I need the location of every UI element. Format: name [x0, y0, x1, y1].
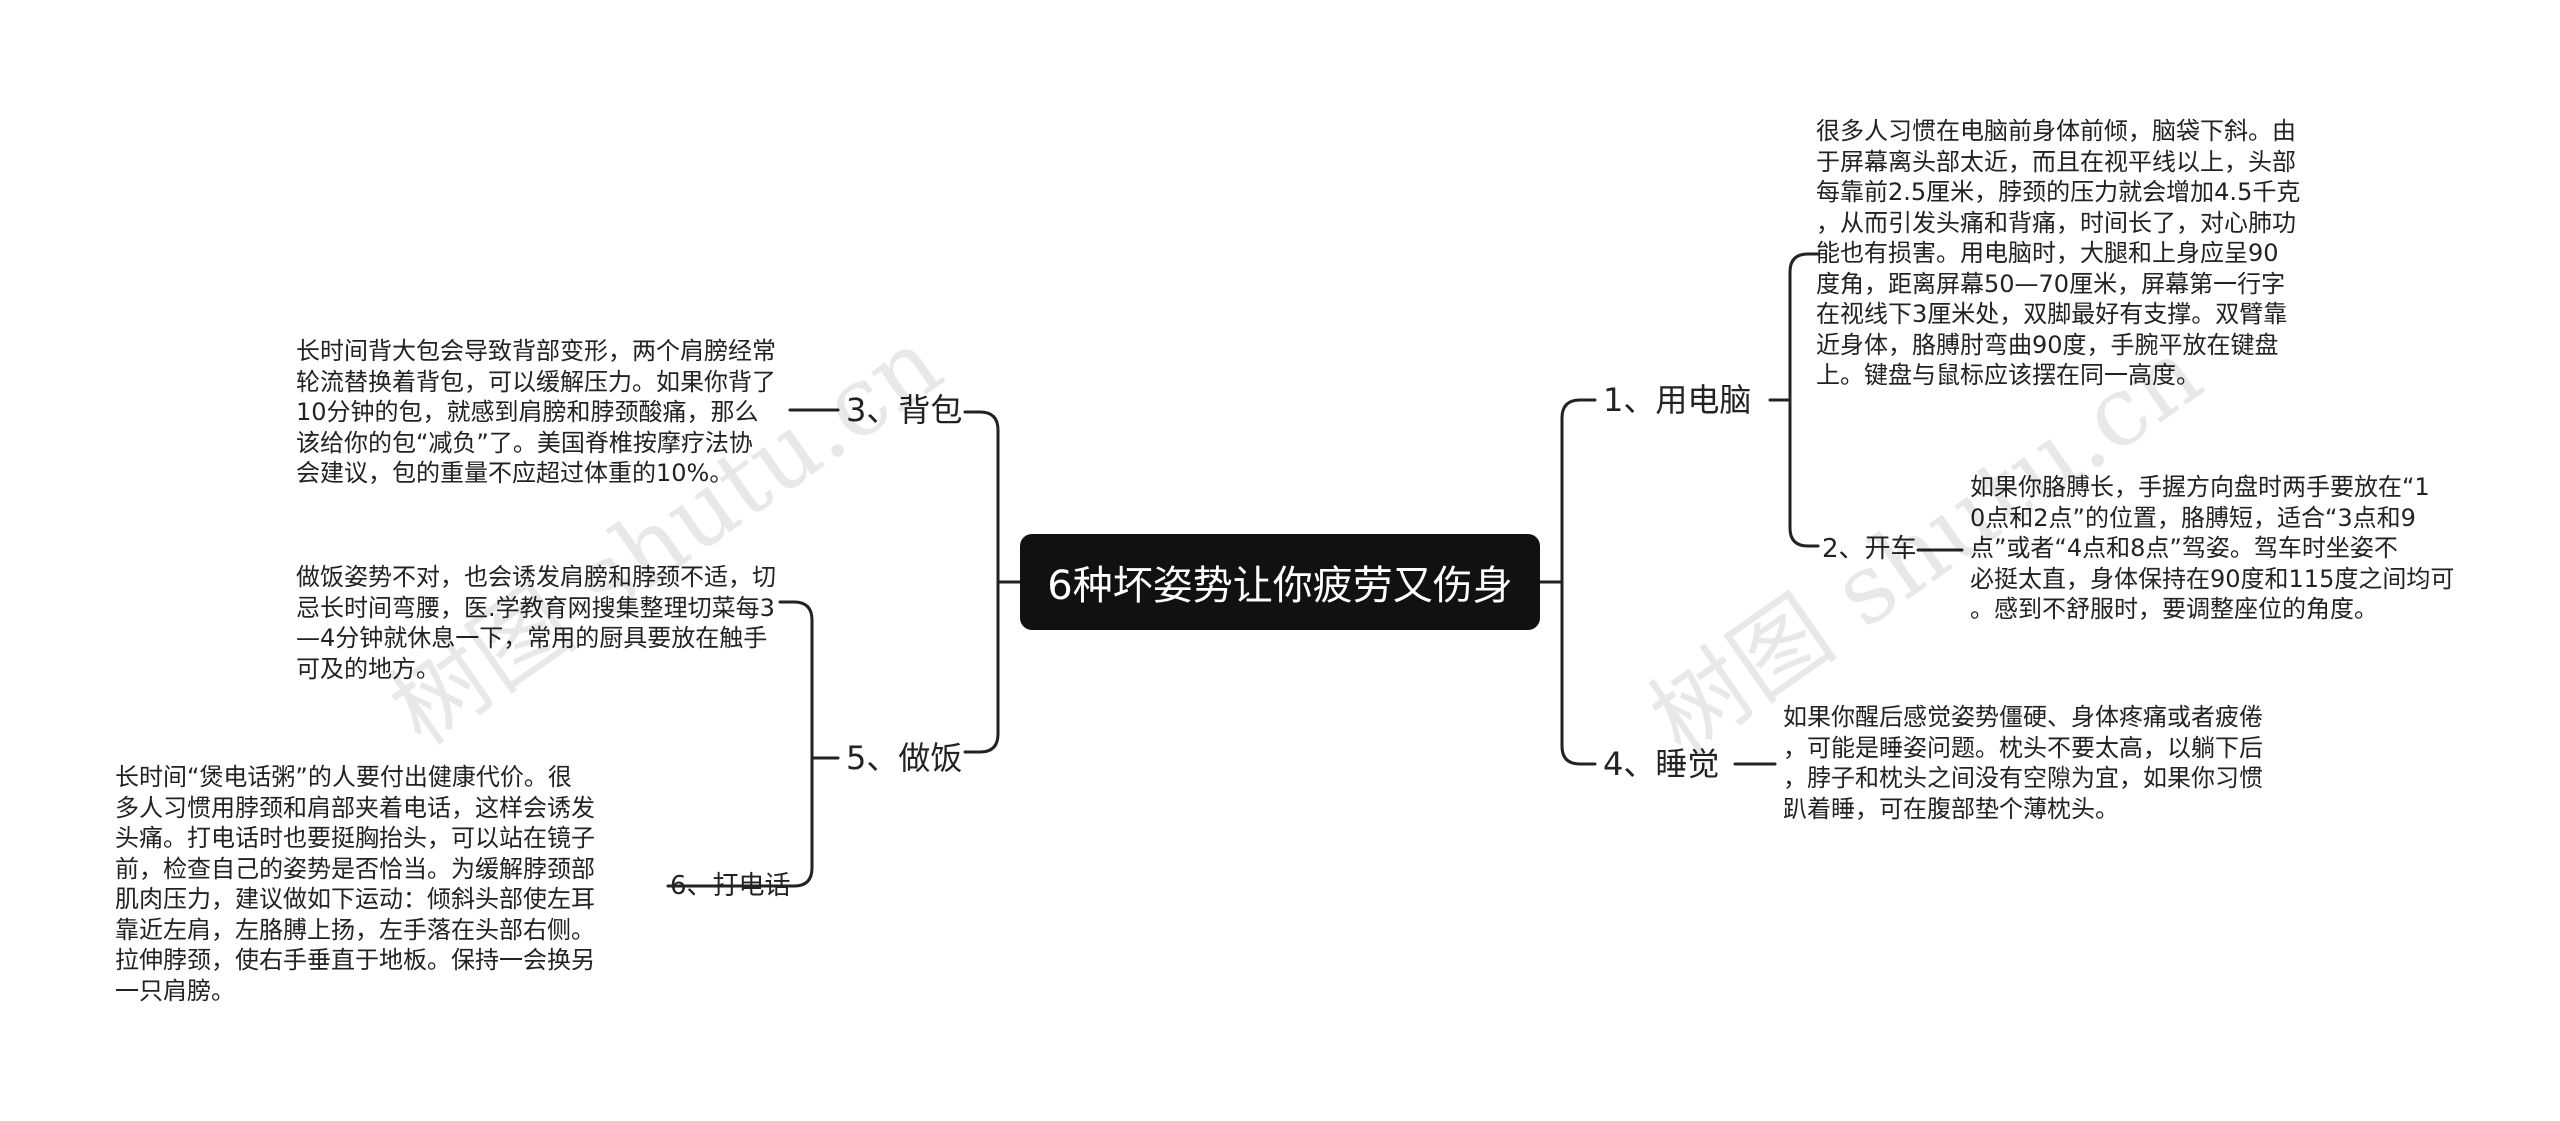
text-line: ，脖子和枕头之间没有空隙为宜，如果你习惯 — [1783, 764, 2263, 792]
text-line: 长时间“煲电话粥”的人要付出健康代价。很 — [115, 763, 572, 791]
root-title: 6种坏姿势让你疲劳又伤身 — [1047, 563, 1513, 609]
text-line: 靠近左肩，左胳膊上扬，左手落在头部右侧。 — [115, 915, 595, 944]
text-line: 多人习惯用脖颈和肩部夹着电话，这样会诱发 — [115, 793, 595, 822]
text-line: 。感到不舒服时，要调整座位的角度。 — [1970, 595, 2378, 623]
branch-cooking-text: 做饭姿势不对，也会诱发肩膀和脖颈不适，切 忌长时间弯腰，医.学教育网搜集整理切菜… — [296, 562, 776, 684]
text-line: 长时间背大包会导致背部变形，两个肩膀经常 — [296, 337, 776, 365]
branch-computer-text: 很多人习惯在电脑前身体前倾，脑袋下斜。由 于屏幕离头部太近，而且在视平线以上，头… — [1816, 116, 2300, 391]
text-line: 点”或者“4点和8点”驾姿。驾车时坐姿不 — [1970, 534, 2398, 562]
text-line: ，可能是睡姿问题。枕头不要太高，以躺下后 — [1783, 733, 2263, 762]
text-line: 在视线下3厘米处，双脚最好有支撑。双臂靠 — [1816, 300, 2288, 328]
text-line: 必挺太直，身体保持在90度和115度之间均可 — [1970, 564, 2455, 593]
branch-backpack-text: 长时间背大包会导致背部变形，两个肩膀经常 轮流替换着背包，可以缓解压力。如果你背… — [296, 336, 776, 489]
text-line: 每靠前2.5厘米，脖颈的压力就会增加4.5千克 — [1816, 178, 2301, 206]
text-line: 趴着睡，可在腹部垫个薄枕头。 — [1783, 794, 2119, 823]
branch-backpack-label[interactable]: 3、背包 — [846, 391, 963, 429]
text-line: 会建议，包的重量不应超过体重的10%。 — [296, 459, 734, 487]
connector-right-trunk — [1560, 398, 1597, 766]
text-line: 如果你醒后感觉姿势僵硬、身体疼痛或者疲倦 — [1783, 703, 2263, 731]
text-line: 近身体，胳膊肘弯曲90度，手腕平放在键盘 — [1816, 330, 2279, 359]
text-line: —4分钟就休息一下，常用的厨具要放在触手 — [296, 624, 768, 652]
branch-sleep-text: 如果你醒后感觉姿势僵硬、身体疼痛或者疲倦 ，可能是睡姿问题。枕头不要太高，以躺下… — [1783, 702, 2263, 824]
text-line: 肌肉压力，建议做如下运动：倾斜头部使左耳 — [115, 885, 595, 913]
text-line: 上。键盘与鼠标应该摆在同一高度。 — [1816, 361, 2200, 389]
branch-sleep-label[interactable]: 4、睡觉 — [1603, 745, 1720, 783]
text-line: 前，检查自己的姿势是否恰当。为缓解脖颈部 — [115, 854, 595, 883]
text-line: 轮流替换着背包，可以缓解压力。如果你背了 — [296, 367, 776, 396]
text-line: 于屏幕离头部太近，而且在视平线以上，头部 — [1816, 147, 2296, 176]
branch-driving-text: 如果你胳膊长，手握方向盘时两手要放在“1 0点和2点”的位置，胳膊短，适合“3点… — [1970, 472, 2454, 625]
text-line: ，从而引发头痛和背痛，时间长了，对心肺功 — [1816, 208, 2296, 237]
connector-left-trunk — [963, 410, 1000, 754]
text-line: 如果你胳膊长，手握方向盘时两手要放在“1 — [1970, 473, 2430, 501]
text-line: 做饭姿势不对，也会诱发肩膀和脖颈不适，切 — [296, 563, 776, 591]
text-line: 头痛。打电话时也要挺胸抬头，可以站在镜子 — [115, 824, 595, 852]
branch-computer-label[interactable]: 1、用电脑 — [1603, 381, 1752, 419]
branch-cooking-label[interactable]: 5、做饭 — [846, 739, 963, 777]
text-line: 该给你的包“减负”了。美国脊椎按摩疗法协 — [296, 428, 753, 457]
text-line: 10分钟的包，就感到肩膀和脖颈酸痛，那么 — [296, 398, 759, 426]
root-node[interactable]: 6种坏姿势让你疲劳又伤身 — [1020, 534, 1540, 630]
text-line: 一只肩膀。 — [115, 976, 235, 1005]
branch-phone-label[interactable]: 6、打电话 — [670, 871, 791, 901]
text-line: 度角，距离屏幕50—70厘米，屏幕第一行字 — [1816, 269, 2286, 298]
branch-driving-label[interactable]: 2、开车 — [1822, 534, 1917, 564]
branch-phone-text: 长时间“煲电话粥”的人要付出健康代价。很 多人习惯用脖颈和肩部夹着电话，这样会诱… — [115, 762, 595, 1006]
text-line: 拉伸脖颈，使右手垂直于地板。保持一会换另 — [115, 946, 595, 974]
text-line: 0点和2点”的位置，胳膊短，适合“3点和9 — [1970, 503, 2416, 532]
text-line: 可及的地方。 — [296, 654, 440, 683]
text-line: 能也有损害。用电脑时，大腿和上身应呈90 — [1816, 239, 2279, 267]
connector-computer-to-children — [1768, 252, 1820, 548]
text-line: 忌长时间弯腰，医.学教育网搜集整理切菜每3 — [296, 593, 775, 622]
connector-cooking-to-children — [666, 600, 840, 888]
text-line: 很多人习惯在电脑前身体前倾，脑袋下斜。由 — [1816, 117, 2296, 145]
